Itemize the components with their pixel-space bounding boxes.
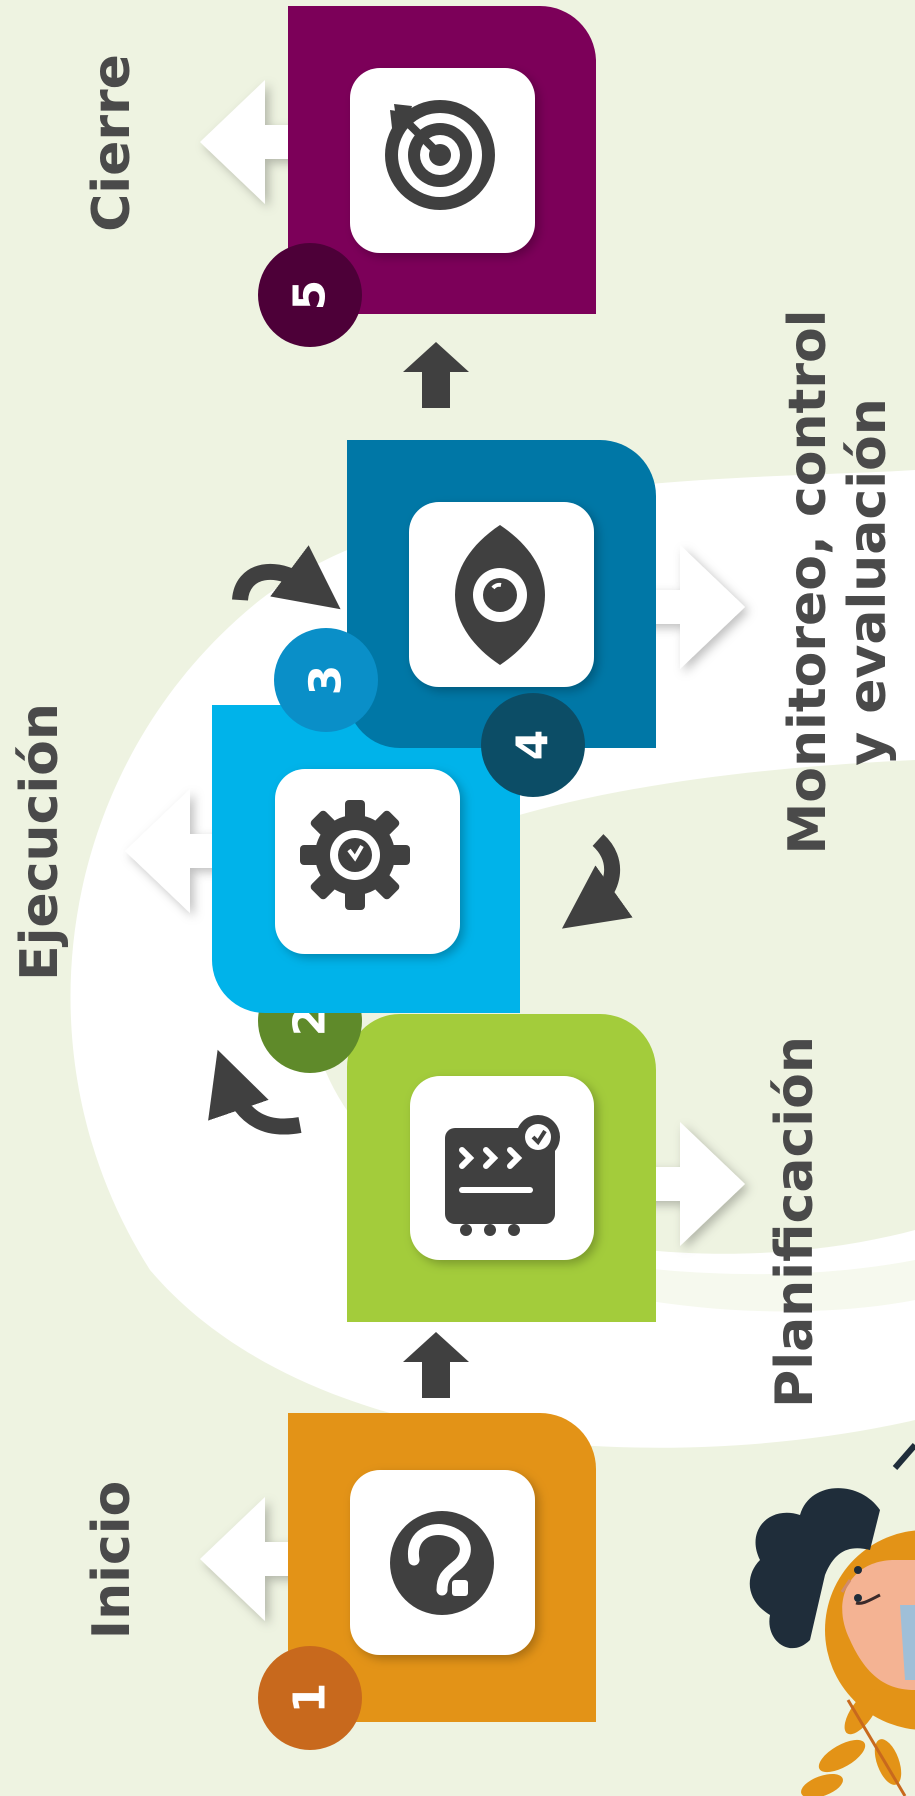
- curved-arrow-1-2: [208, 1049, 302, 1135]
- curved-arrow-2-3: [232, 545, 341, 610]
- label-cierre: Cierre: [82, 54, 142, 232]
- step-1-number: 1: [285, 1683, 336, 1714]
- label-planificacion: Planificación: [765, 1036, 825, 1408]
- step-4-number: 4: [508, 730, 559, 761]
- person-thinking-icon: [749, 1443, 915, 1796]
- step-3-number: 3: [301, 665, 352, 696]
- step-4-badge: [481, 693, 585, 797]
- step-5-badge: [258, 243, 362, 347]
- gear-check-icon: [300, 800, 410, 910]
- label-ejecucion: Ejecución: [10, 703, 70, 981]
- up-arrow-4-5: [403, 342, 469, 408]
- step-3-ejecucion: [212, 705, 520, 1013]
- label-monitoreo-line2: y evaluación: [838, 398, 898, 766]
- step-3-badge: [274, 628, 378, 732]
- label-inicio: Inicio: [82, 1481, 142, 1640]
- target-icon: [385, 100, 495, 210]
- step-1-badge: [258, 1646, 362, 1750]
- step-4-monitoreo: 3 4: [274, 440, 656, 797]
- transition-arrows: [208, 342, 633, 1398]
- curved-arrow-3-4: [561, 834, 633, 929]
- eye-icon: [455, 525, 545, 665]
- step-5-cierre: 5: [258, 5, 596, 347]
- label-monitoreo-line1: Monitoreo, control: [778, 309, 838, 854]
- step-1-inicio: 1: [258, 1413, 596, 1750]
- step-5-number: 5: [285, 280, 336, 311]
- question-icon: [390, 1511, 494, 1615]
- checklist-icon: [445, 1115, 560, 1236]
- up-arrow-1-2: [403, 1332, 469, 1398]
